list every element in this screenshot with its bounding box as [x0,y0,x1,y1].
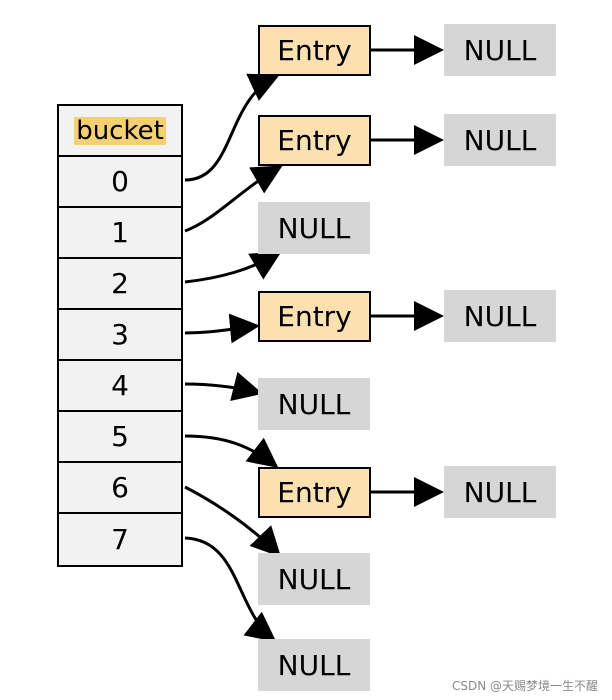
bucket-slot-0: 0 [59,157,181,208]
arrow-bucket-6 [184,485,282,558]
bucket-slot-4: 4 [59,361,181,412]
bucket-slot-2: 2 [59,259,181,310]
entry-node-1: Entry [258,115,371,166]
entry-node-5: Entry [258,467,371,518]
arrow-bucket-5 [184,434,279,468]
arrow-bucket-2 [184,251,282,284]
arrow-bucket-7 [184,536,277,642]
bucket-array: bucket 0 1 2 3 4 5 6 7 [57,104,183,567]
null-node-2: NULL [258,202,370,254]
arrow-bucket-3 [184,313,260,344]
null-node-4: NULL [258,378,370,430]
bucket-slot-6: 6 [59,463,181,514]
arrow-bucket-4 [184,371,263,402]
bucket-slot-5: 5 [59,412,181,463]
null-node-7: NULL [258,639,370,691]
bucket-header-label: bucket [74,115,166,146]
null-node-3: NULL [444,290,556,342]
entry-node-0: Entry [258,25,371,76]
bucket-slot-7: 7 [111,523,129,556]
null-node-0: NULL [444,24,556,76]
arrow-bucket-1 [184,165,283,233]
arrow-bucket-0 [184,73,280,182]
bucket-header: bucket [59,106,181,157]
null-node-1: NULL [444,114,556,166]
null-node-5: NULL [444,466,556,518]
bucket-slot-3: 3 [59,310,181,361]
entry-node-3: Entry [258,291,371,342]
watermark: CSDN @天赐梦境一生不醒 [451,679,598,693]
null-node-6: NULL [258,553,370,605]
bucket-slot-1: 1 [59,208,181,259]
